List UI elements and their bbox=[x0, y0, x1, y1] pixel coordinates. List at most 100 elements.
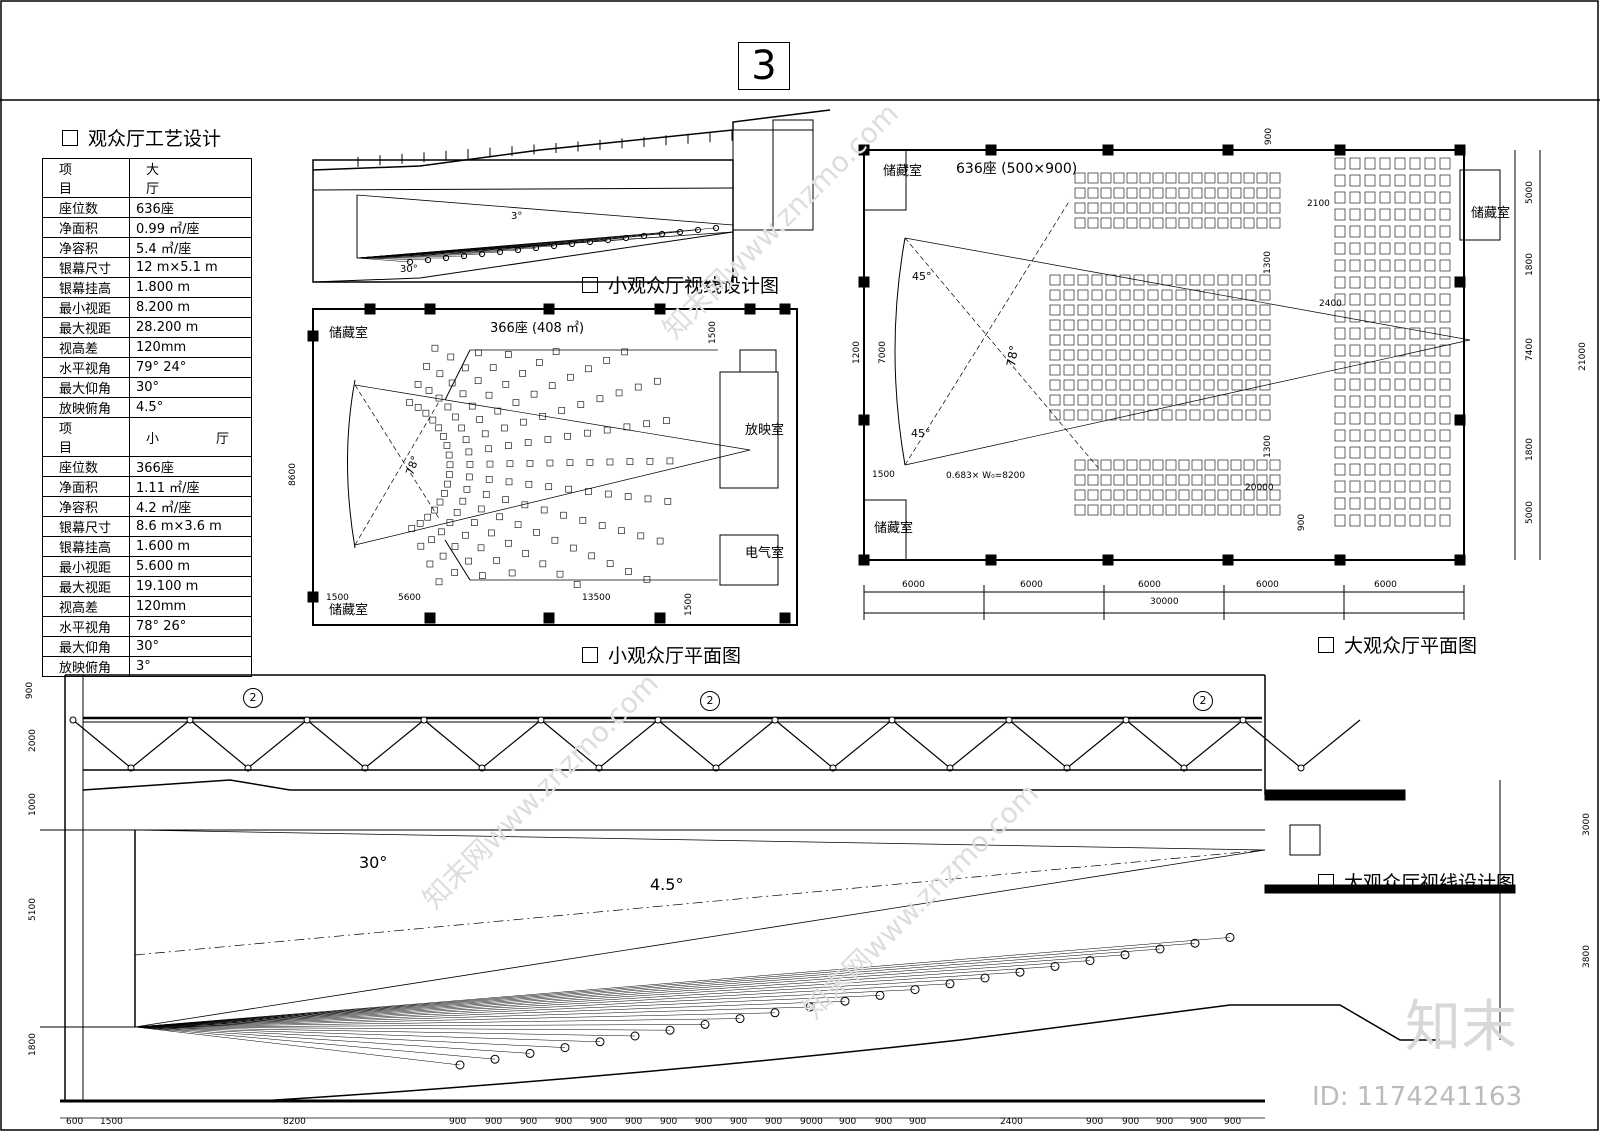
drawing-rect bbox=[1439, 344, 1451, 357]
spec-value: 12 m×5.1 m bbox=[129, 257, 253, 278]
drawing-rect bbox=[1409, 208, 1421, 221]
drawing-rect bbox=[488, 529, 495, 537]
drawing-rect bbox=[1256, 459, 1268, 471]
spec-value: 8.200 m bbox=[129, 297, 253, 318]
drawing-rect bbox=[1264, 789, 1406, 801]
spec-value: 79° 24° bbox=[129, 357, 253, 378]
drawing-rect bbox=[1334, 378, 1346, 391]
drawing-rect bbox=[1334, 429, 1346, 442]
dim-section-bottom: 2400 bbox=[1000, 1117, 1023, 1127]
drawing-rect bbox=[1394, 446, 1406, 459]
dim-section-bottom: 900 bbox=[485, 1117, 503, 1127]
drawing-line bbox=[1242, 719, 1302, 769]
drawing-rect bbox=[1119, 304, 1131, 316]
spec-value: 30° bbox=[129, 377, 253, 398]
drawing-rect bbox=[1364, 276, 1376, 289]
drawing-rect bbox=[1161, 304, 1173, 316]
drawing-rect bbox=[1119, 274, 1131, 286]
drawing-rect bbox=[1245, 394, 1257, 406]
spec-value: 4.5° bbox=[129, 397, 253, 418]
dim-small-right-top: 1500 bbox=[707, 321, 718, 344]
drawing-rect bbox=[1217, 349, 1229, 361]
drawing-rect bbox=[1349, 225, 1361, 238]
drawing-rect bbox=[985, 144, 997, 156]
drawing-rect bbox=[1424, 395, 1436, 408]
drawing-rect bbox=[452, 413, 459, 421]
drawing-rect bbox=[496, 513, 503, 521]
drawing-line bbox=[134, 989, 916, 1028]
drawing-rect bbox=[1269, 504, 1281, 516]
brand-logo: 知末 bbox=[1405, 995, 1517, 1060]
drawing-rect bbox=[1269, 459, 1281, 471]
drawing-rect bbox=[1105, 304, 1117, 316]
drawing-rect bbox=[1175, 304, 1187, 316]
drawing-line bbox=[134, 1026, 566, 1048]
drawing-rect bbox=[435, 394, 443, 402]
drawing-rect bbox=[1349, 293, 1361, 306]
drawing-path bbox=[894, 237, 906, 466]
drawing-rect bbox=[539, 412, 546, 420]
drawing-line bbox=[1125, 719, 1185, 769]
drawing-rect bbox=[1349, 378, 1361, 391]
drawing-rect bbox=[772, 119, 814, 231]
drawing-rect bbox=[1231, 409, 1243, 421]
dim-section-bottom: 900 bbox=[1156, 1117, 1174, 1127]
drawing-line bbox=[904, 339, 1471, 466]
drawing-rect bbox=[1204, 474, 1216, 486]
drawing-rect bbox=[514, 521, 522, 528]
drawing-rect bbox=[1175, 319, 1187, 331]
drawing-rect bbox=[1231, 379, 1243, 391]
drawing-rect bbox=[1409, 463, 1421, 476]
drawing-rect bbox=[1364, 361, 1376, 374]
drawing-rect bbox=[1439, 480, 1451, 493]
drawing-line bbox=[134, 960, 1091, 1028]
drawing-rect bbox=[1349, 344, 1361, 357]
drawing-rect bbox=[1259, 274, 1271, 286]
drawing-rect bbox=[1364, 514, 1376, 527]
drawing-rect bbox=[1424, 259, 1436, 272]
drawing-rect bbox=[1217, 319, 1229, 331]
drawing-rect bbox=[426, 560, 434, 568]
drawing-rect bbox=[1105, 349, 1117, 361]
drawing-line bbox=[306, 719, 366, 769]
drawing-rect bbox=[1379, 157, 1391, 170]
dim-section-bottom: 900 bbox=[839, 1117, 857, 1127]
drawing-rect bbox=[637, 532, 645, 540]
spec-item: 银幕尺寸 bbox=[41, 516, 131, 537]
drawing-rect bbox=[1454, 554, 1466, 566]
drawing-line bbox=[891, 719, 951, 769]
drawing-line bbox=[247, 719, 308, 769]
drawing-rect bbox=[1217, 409, 1229, 421]
drawing-rect bbox=[1424, 361, 1436, 374]
drawing-rect bbox=[1133, 409, 1145, 421]
drawing-rect bbox=[1439, 174, 1451, 187]
drawing-rect bbox=[1256, 202, 1268, 214]
drawing-rect bbox=[1409, 361, 1421, 374]
drawing-rect bbox=[1231, 289, 1243, 301]
spec-value: 8.6 m×3.6 m bbox=[129, 516, 253, 537]
drawing-line bbox=[444, 349, 471, 401]
drawing-rect bbox=[1256, 474, 1268, 486]
drawing-rect bbox=[1409, 327, 1421, 340]
drawing-rect bbox=[1243, 489, 1255, 501]
drawing-rect bbox=[1074, 489, 1086, 501]
drawing-rect bbox=[1334, 412, 1346, 425]
drawing-rect bbox=[1349, 395, 1361, 408]
spectator-eye bbox=[1122, 716, 1130, 724]
drawing-line bbox=[1183, 719, 1244, 769]
drawing-line bbox=[356, 257, 411, 263]
drawing-rect bbox=[779, 303, 791, 315]
drawing-rect bbox=[1161, 394, 1173, 406]
drawing-rect bbox=[1259, 379, 1271, 391]
drawing-rect bbox=[1334, 344, 1346, 357]
drawing-rect bbox=[1049, 334, 1061, 346]
drawing-rect bbox=[1217, 187, 1229, 199]
drawing-rect bbox=[428, 536, 435, 544]
drawing-rect bbox=[459, 390, 467, 398]
drawing-rect bbox=[1119, 349, 1131, 361]
